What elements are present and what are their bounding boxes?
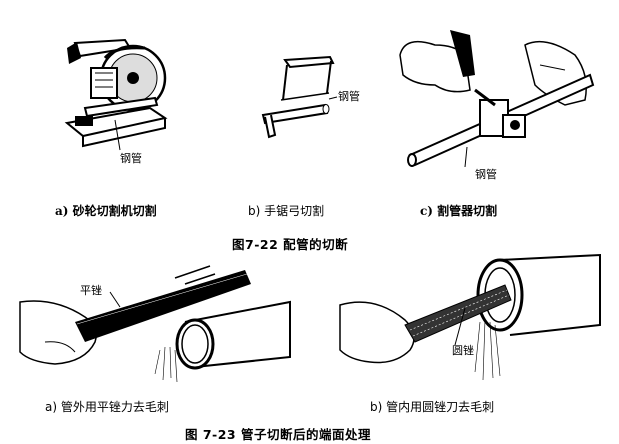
panel-c-part-label: 钢管 bbox=[475, 168, 497, 181]
figure-22-title: 图7-22 配管的切断 bbox=[232, 237, 349, 252]
caption-panel-a: a) 砂轮切割机切割 bbox=[55, 204, 157, 218]
panel-23b-part-label: 圆锉 bbox=[452, 344, 474, 357]
illustration-hand-hacksaw bbox=[255, 55, 365, 145]
caption-panel-b: b) 手锯弓切割 bbox=[248, 204, 325, 218]
panel-a-part-label: 钢管 bbox=[120, 152, 142, 165]
figure-23-title: 图 7-23 管子切断后的端面处理 bbox=[185, 427, 371, 442]
illustration-abrasive-wheel-cutter bbox=[55, 28, 175, 178]
illustration-pipe-cutter bbox=[395, 15, 595, 175]
caption-panel-c: c) 割管器切割 bbox=[420, 204, 498, 218]
illustration-flat-file-deburring bbox=[15, 262, 295, 392]
panel-b-part-label: 钢管 bbox=[338, 90, 360, 103]
panel-23a-part-label: 平锉 bbox=[80, 284, 102, 297]
illustration-round-file-deburring bbox=[335, 250, 605, 390]
caption-panel-23a: a) 管外用平锉力去毛刺 bbox=[45, 400, 169, 414]
caption-panel-23b: b) 管内用圆锉刀去毛刺 bbox=[370, 400, 495, 414]
